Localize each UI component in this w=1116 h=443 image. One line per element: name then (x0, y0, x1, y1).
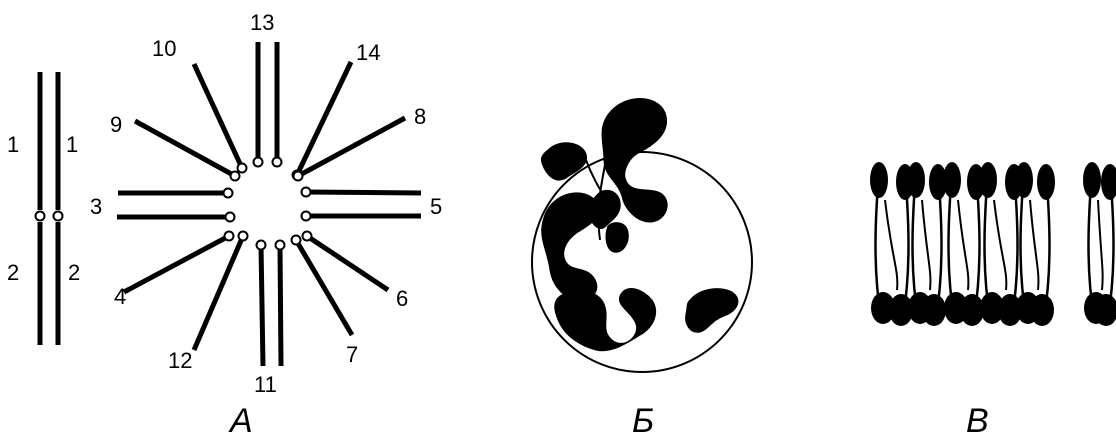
rosette-label: 13 (250, 10, 274, 35)
rosette-chromosome-arm (280, 245, 281, 366)
rosette-chromosome-arm (124, 236, 229, 292)
chromatid-tip (1015, 162, 1033, 198)
rosette-centromere (231, 172, 240, 181)
pair-label-upper-left: 1 (7, 132, 19, 157)
rosette-centromere (254, 158, 263, 167)
chromatid-pair (870, 162, 914, 326)
rosette-centromere (302, 212, 311, 221)
rosette-centromere (292, 236, 301, 245)
rosette-label: 8 (414, 104, 426, 129)
panel-label-c: В (966, 402, 989, 440)
rosette-chromosome-arm (135, 121, 235, 176)
pair-label-upper-right: 1 (66, 132, 78, 157)
rosette-centromere (224, 189, 233, 198)
chromatid-inner-line (885, 200, 897, 290)
chromatin-thread-2 (586, 160, 604, 196)
chromatid-pair (1015, 162, 1055, 326)
panel-label-b: Б (632, 402, 654, 440)
rosette-label: 14 (356, 40, 380, 65)
chromatid-tip (922, 294, 946, 326)
rosette-centromere (273, 158, 282, 167)
rosette-chromosome-arm (306, 192, 421, 193)
rosette-centromere (257, 241, 266, 250)
rosette-label: 6 (396, 286, 408, 311)
rosette-centromere (302, 188, 311, 197)
chromatid-inner-line (994, 200, 1006, 290)
chromatid-tip (943, 162, 961, 198)
rosette-label: 3 (90, 194, 102, 219)
chromatin-strand-left (541, 143, 586, 180)
chromatid-pair (1083, 162, 1116, 326)
chromatid-inner-line (1098, 200, 1103, 290)
chromatid-tip (1101, 164, 1116, 200)
rosette-label: 11 (254, 372, 277, 397)
chromatid-inner-line (958, 200, 968, 290)
rosette-chromosome-arm (261, 245, 263, 366)
nucleus-panel (532, 99, 752, 372)
chromatid-pair (907, 162, 947, 326)
chromatid-pair (943, 162, 985, 326)
rosette-label: 9 (110, 112, 122, 137)
chromatid-tip (1030, 294, 1054, 326)
chromatin-strand-tail (606, 223, 628, 253)
rosette-chromosome-arm (194, 64, 242, 168)
centromere-left (36, 212, 45, 221)
chromatid-pairs (870, 162, 1116, 326)
rosette-label: 4 (114, 284, 126, 309)
chromatid-inner-line (922, 200, 930, 290)
pair-label-lower-right: 2 (68, 260, 80, 285)
chromosome-rosette: 13 14 10 9 8 3 5 4 6 12 7 11 (90, 10, 442, 397)
rosette-label: 5 (430, 194, 442, 219)
rosette-centromere (225, 232, 234, 241)
chromosome-pair (40, 72, 58, 345)
chromatid-tip (1083, 162, 1101, 198)
rosette-label: 10 (152, 36, 176, 61)
rosette-chromosome-arm (297, 62, 351, 175)
chromatid-tip (870, 162, 888, 198)
rosette-chromosome-arm (298, 118, 405, 176)
rosette-label: 12 (168, 348, 192, 373)
rosette-centromere (226, 213, 235, 222)
rosette-label: 7 (346, 342, 358, 367)
rosette-centromere (239, 232, 248, 241)
chromatid-tip (979, 162, 997, 198)
rosette-centromere (303, 232, 312, 241)
centromere-right (54, 212, 63, 221)
rosette-centromere (238, 164, 247, 173)
rosette-chromosome-arm (296, 240, 352, 335)
chromatid-tip (907, 162, 925, 198)
chromatid-inner-line (1030, 200, 1038, 290)
panel-label-a: А (228, 402, 253, 440)
rosette-centromere (276, 241, 285, 250)
rosette-centromere (294, 172, 303, 181)
chromatin-strand-right (686, 289, 738, 333)
chromatid-tip (1037, 164, 1055, 200)
chromatin-strand-bottom (555, 288, 656, 350)
pair-label-lower-left: 2 (7, 260, 19, 285)
chromatin-blobs (541, 99, 738, 351)
